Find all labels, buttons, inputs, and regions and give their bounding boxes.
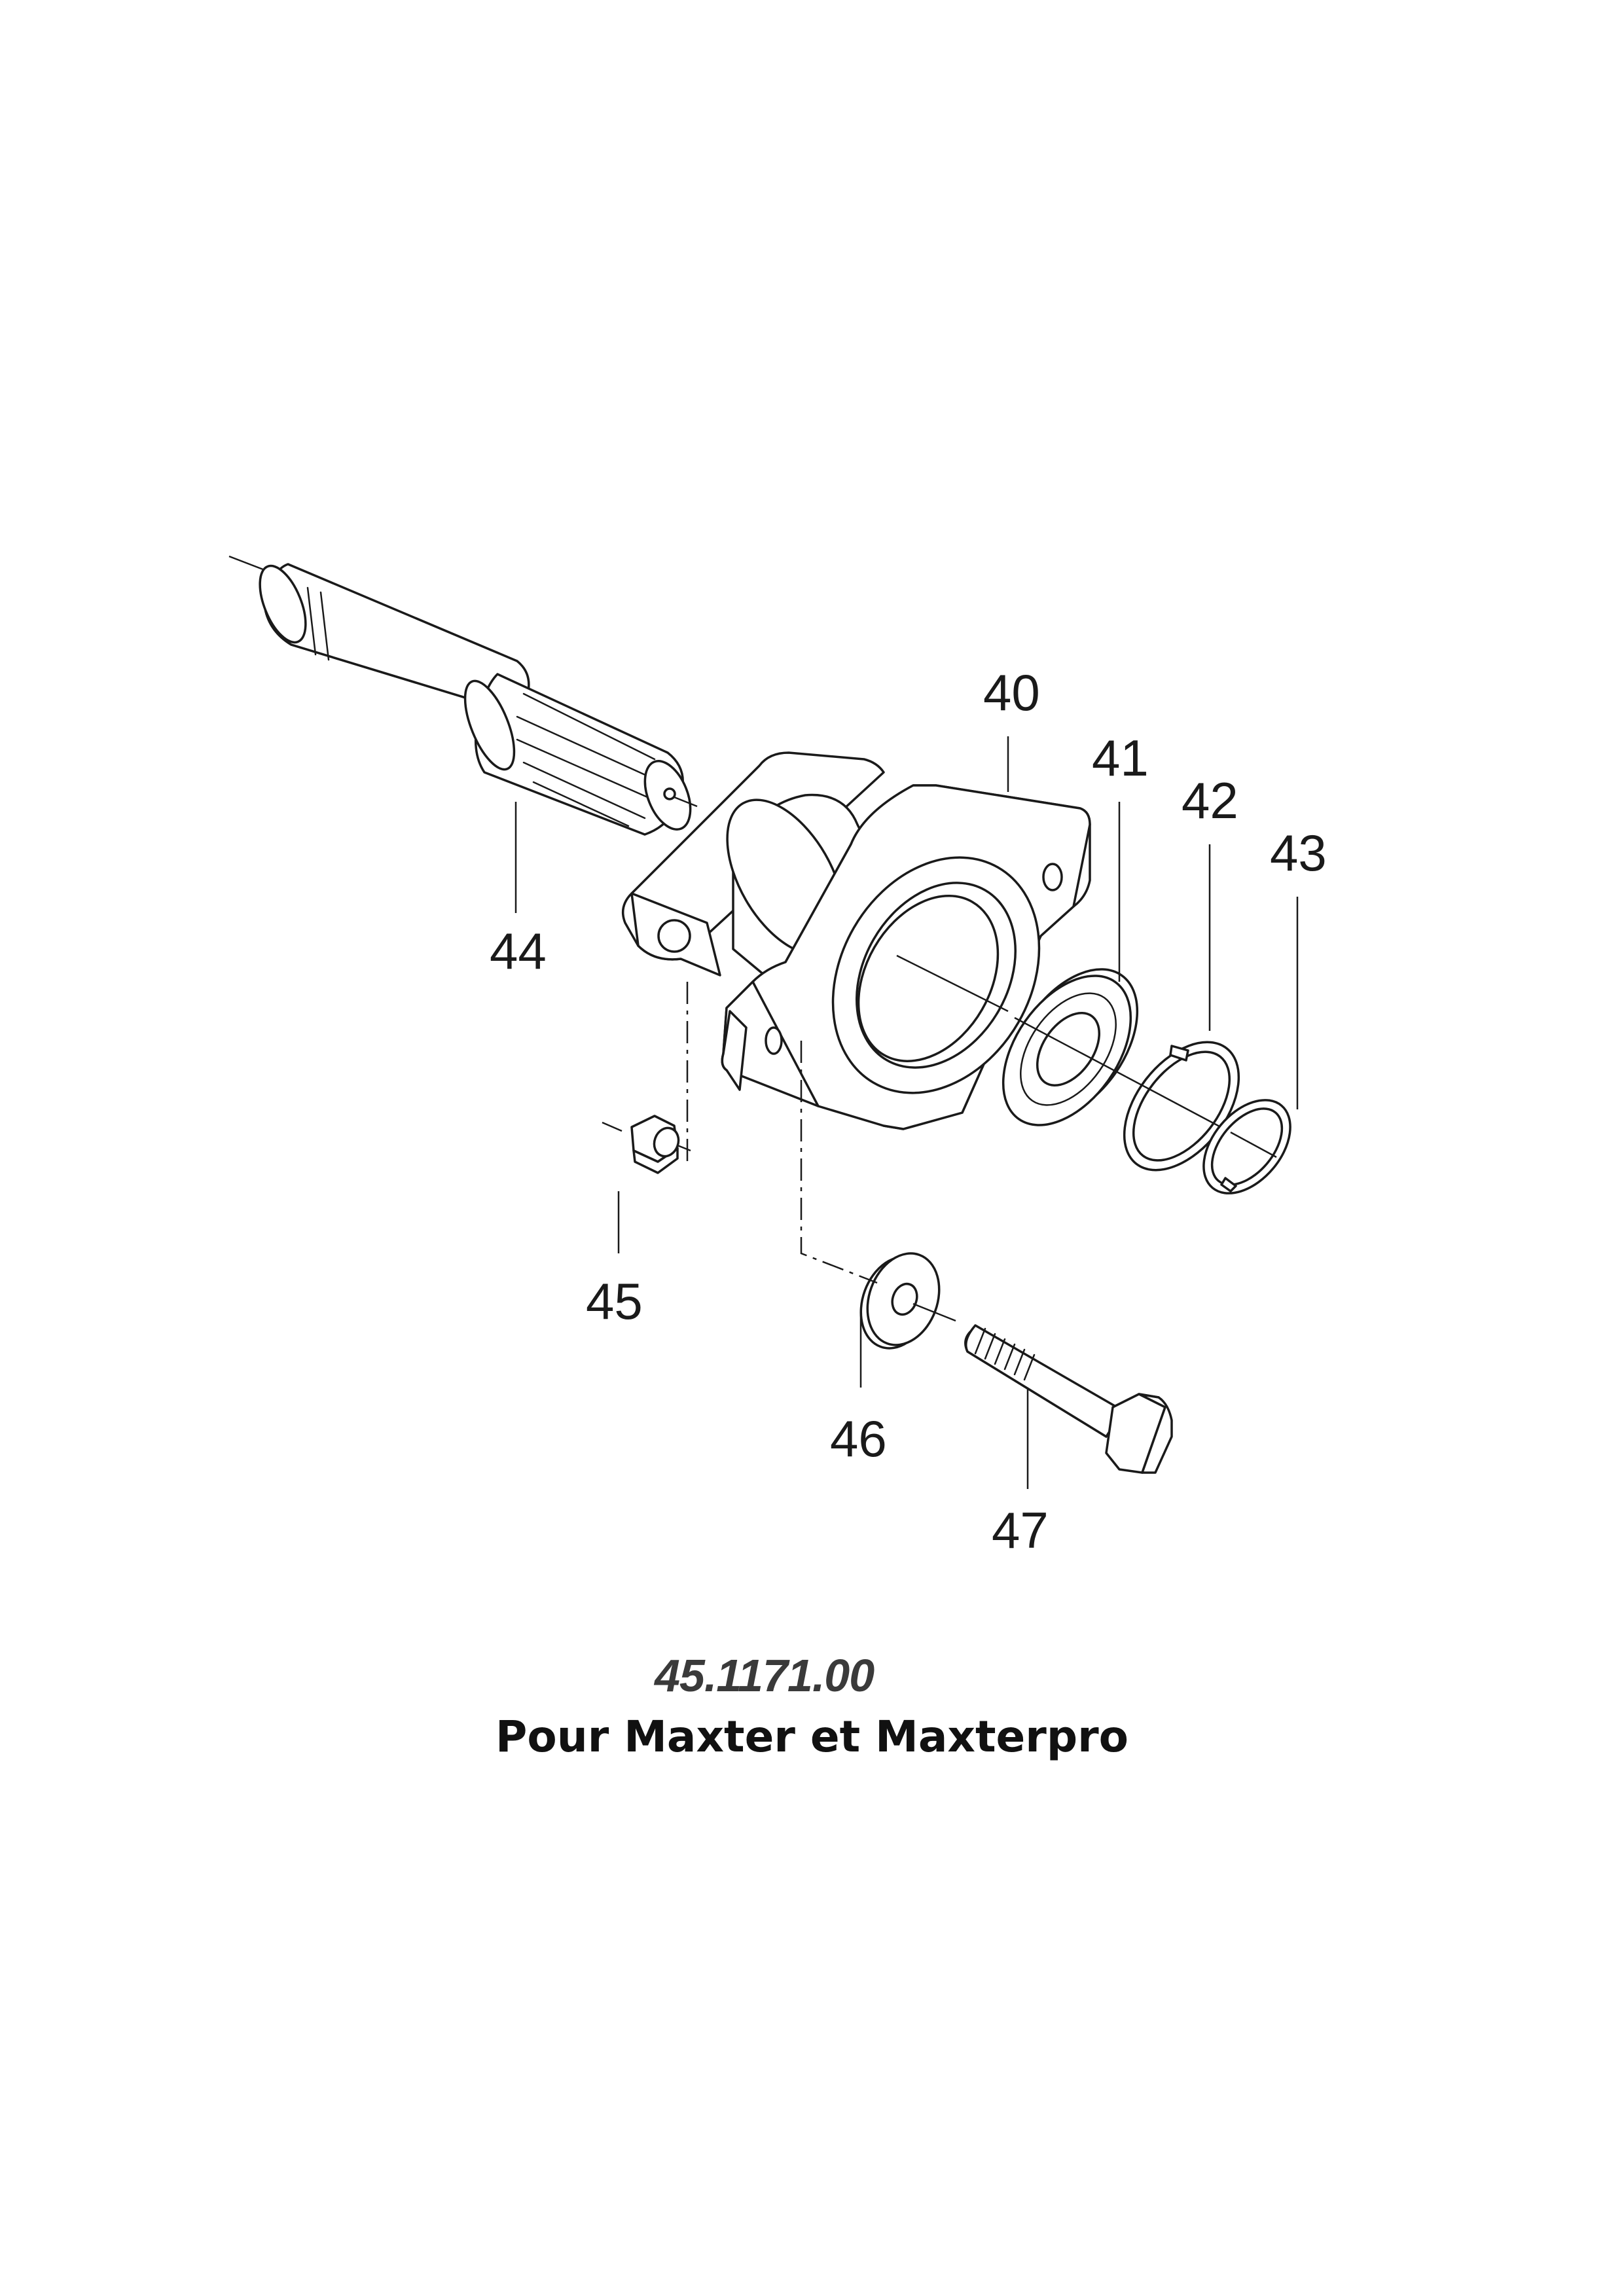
flat-washer-part bbox=[859, 1252, 956, 1350]
splined-shaft-part bbox=[228, 555, 698, 836]
leader-lines bbox=[514, 736, 1299, 1489]
callout-44: 44 bbox=[490, 922, 547, 980]
circlip-small-part bbox=[1202, 1099, 1291, 1194]
circlip-large-part bbox=[1123, 1041, 1240, 1172]
hex-bolt-part bbox=[964, 1324, 1173, 1474]
reference-code: 45.1171.00 bbox=[655, 1650, 875, 1701]
callout-46: 46 bbox=[830, 1410, 887, 1467]
hex-nut-part bbox=[602, 1115, 691, 1174]
callout-42: 42 bbox=[1182, 772, 1238, 829]
callout-45: 45 bbox=[586, 1272, 643, 1330]
callout-41: 41 bbox=[1092, 729, 1149, 787]
ball-bearing-part bbox=[1001, 968, 1139, 1126]
bearing-housing-part bbox=[621, 751, 1091, 1130]
callout-40: 40 bbox=[983, 664, 1040, 721]
callout-43: 43 bbox=[1270, 824, 1327, 882]
callout-47: 47 bbox=[992, 1501, 1049, 1559]
caption: Pour Maxter et Maxterpro bbox=[496, 1712, 1128, 1762]
